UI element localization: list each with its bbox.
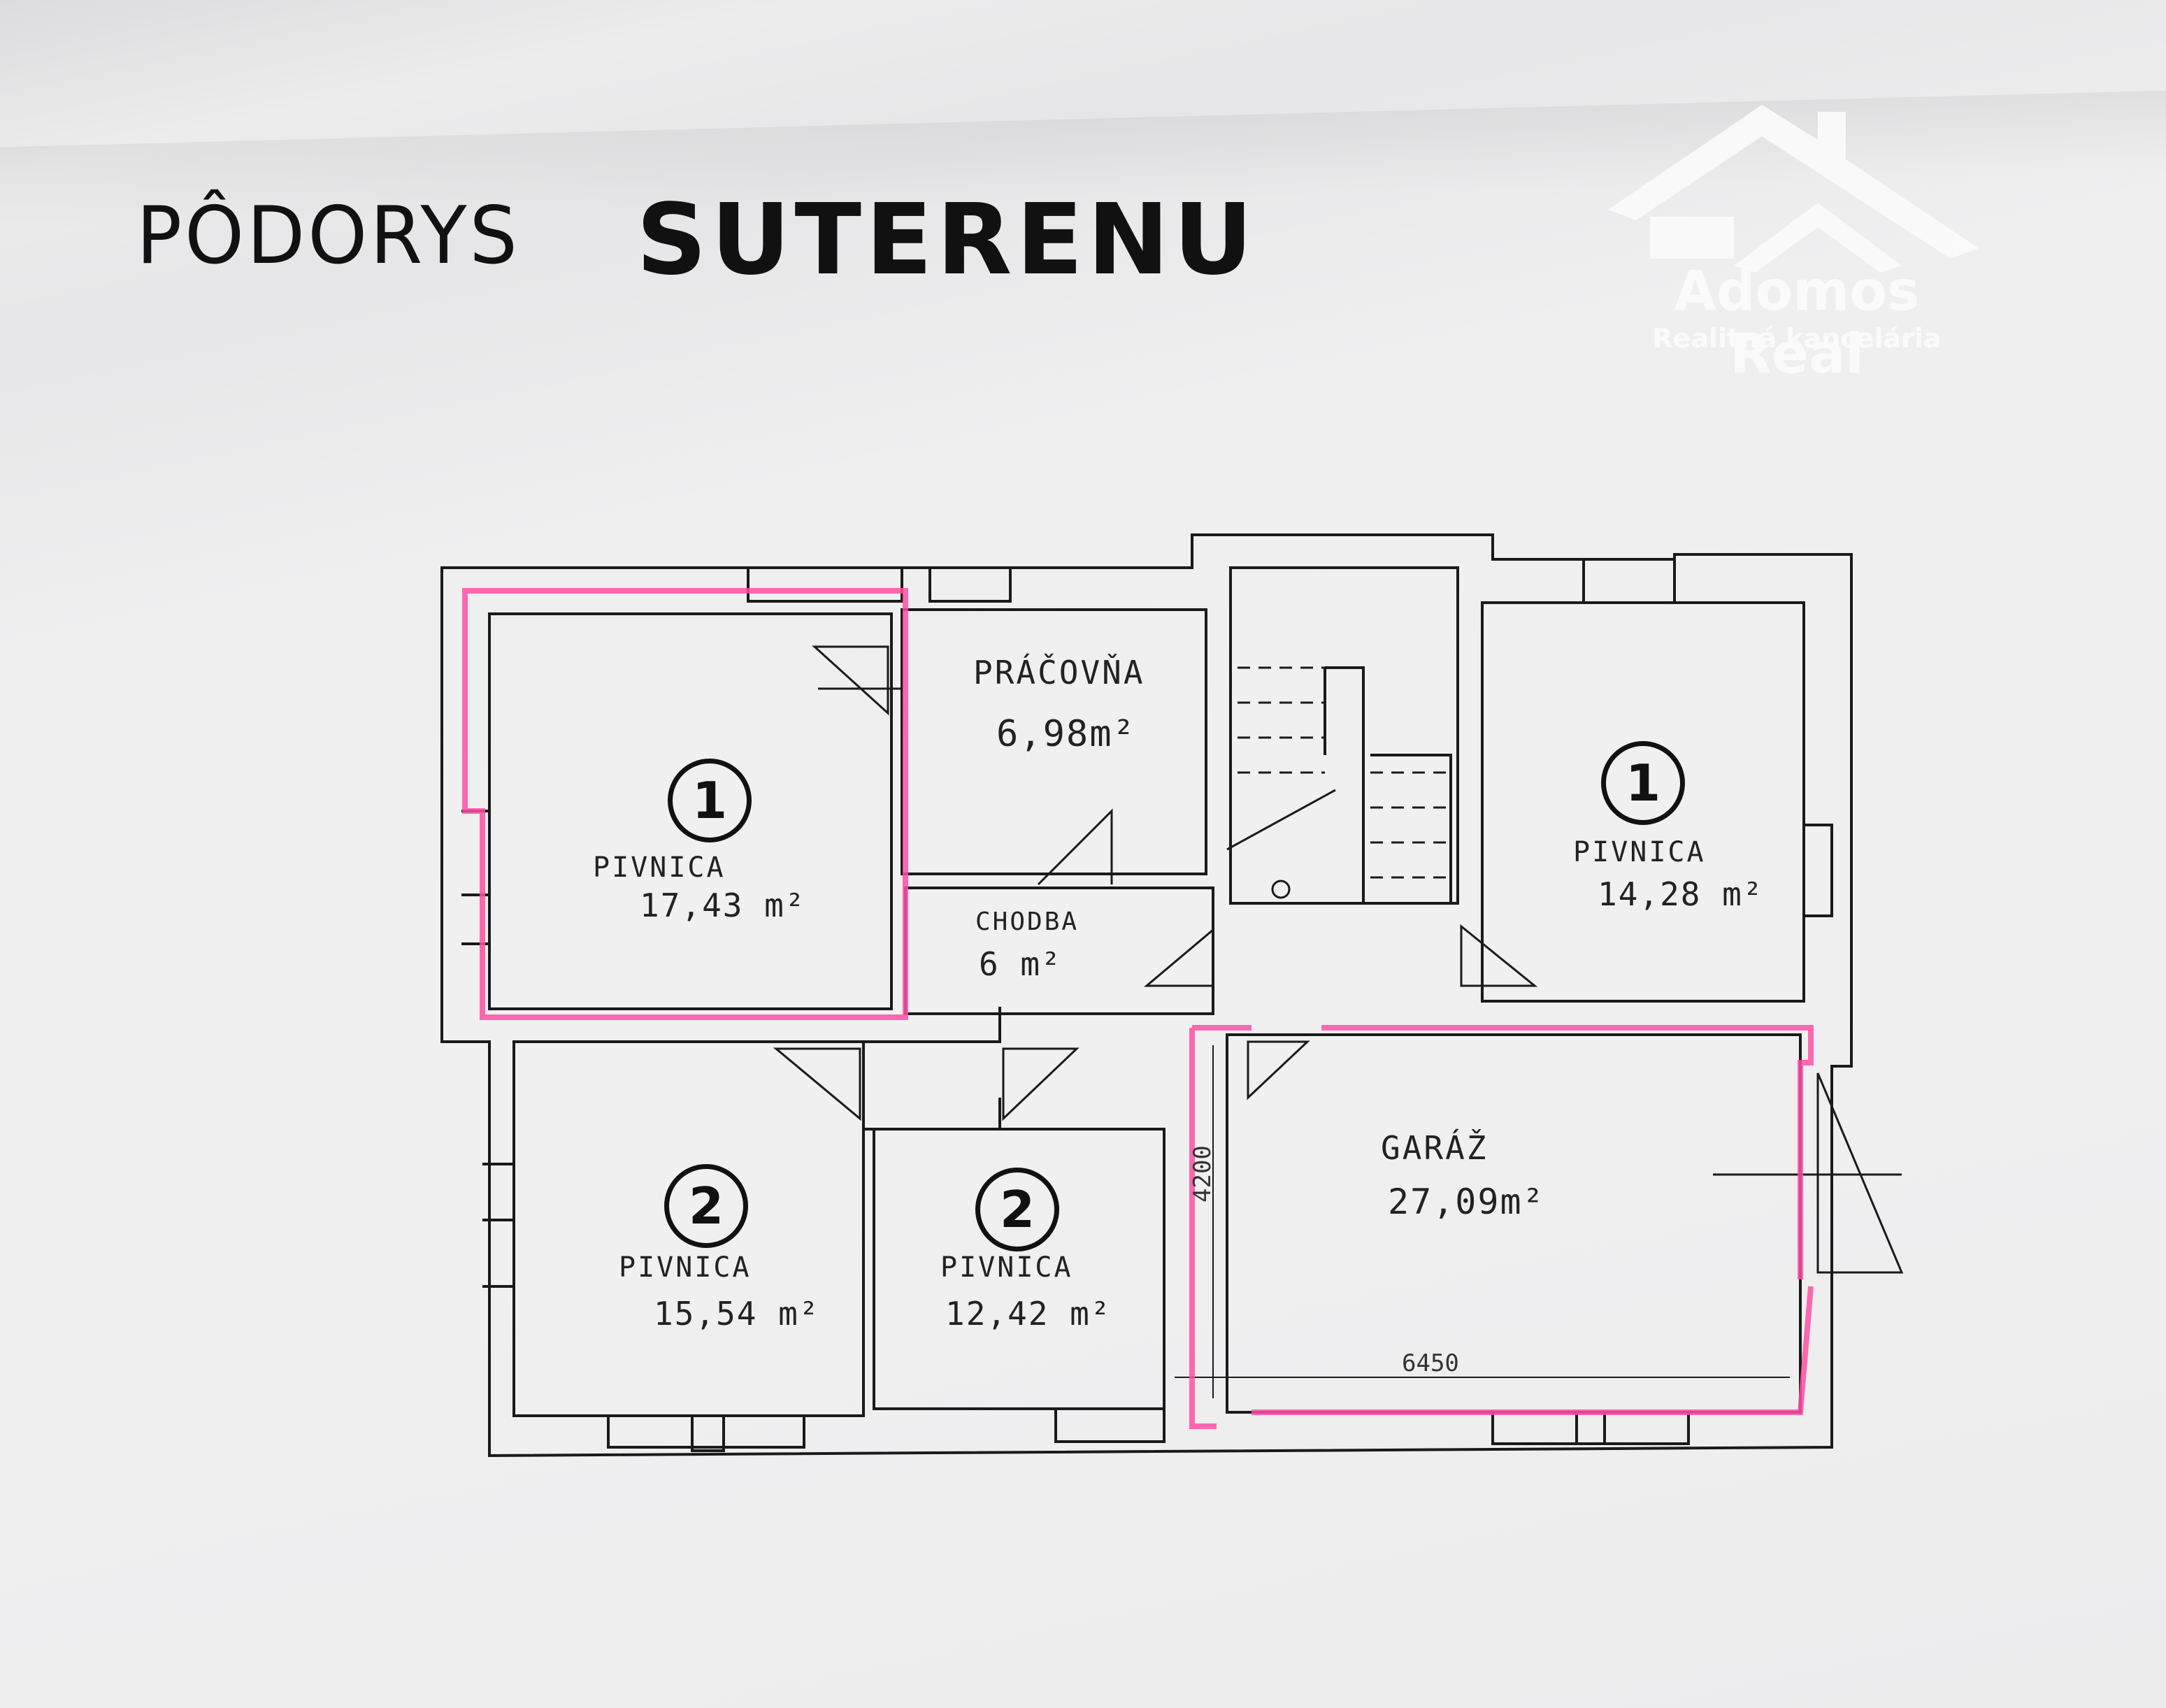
room-area: 17,43 m² [640, 887, 806, 924]
pink-highlight [462, 588, 1814, 1429]
title-prefix: PÔDORYS [136, 189, 520, 282]
outer-wall [440, 533, 1853, 1458]
watermark-name: Adomos Real [1674, 260, 1920, 386]
room-number-badge: 1 [1601, 741, 1685, 825]
title-main: SUTERENU [636, 183, 1257, 297]
window-bottom-right [1491, 1412, 1690, 1445]
wall-corridor-connector [863, 1007, 1001, 1131]
room-name: PRÁČOVŇA [973, 654, 1145, 691]
room-area: 15,54 m² [654, 1295, 820, 1333]
stair-arrow [1226, 789, 1336, 851]
room-name: PIVNICA [593, 852, 726, 884]
room-area: 12,42 m² [945, 1295, 1112, 1333]
wall-pivnica-2-mid [873, 1128, 1166, 1410]
dimension-width: 6450 [1402, 1349, 1459, 1377]
room-number-badge: 2 [664, 1164, 748, 1248]
room-area: 27,09m² [1388, 1182, 1545, 1222]
room-name: PIVNICA [940, 1251, 1073, 1284]
watermark-subtitle: Realitná kancelária [1652, 323, 1942, 354]
stair-mark [1271, 880, 1291, 899]
window-top-left [747, 568, 1012, 603]
window-right [1804, 824, 1833, 917]
room-name: GARÁŽ [1381, 1129, 1489, 1167]
door-swings [773, 645, 1904, 1274]
window-bottom-mid [1054, 1409, 1166, 1443]
stairs [1238, 666, 1451, 879]
dimension-depth: 4200 [1189, 1145, 1217, 1203]
stair-rail [1324, 666, 1452, 902]
room-area: 6,98m² [996, 713, 1136, 755]
window-bottom-left [607, 1416, 805, 1452]
room-number-badge: 1 [668, 759, 752, 842]
room-name: CHODBA [975, 907, 1080, 936]
room-name: PIVNICA [619, 1251, 752, 1284]
room-number-badge: 2 [975, 1168, 1059, 1251]
wall-pracovna [901, 608, 1207, 875]
room-name: PIVNICA [1573, 836, 1706, 868]
window-top-right [1582, 559, 1676, 604]
wall-stair-core [1229, 566, 1459, 905]
window-left-lower [482, 1163, 515, 1288]
room-area: 6 m² [979, 945, 1062, 983]
room-area: 14,28 m² [1598, 875, 1764, 913]
wall-garaz [1226, 1033, 1802, 1414]
house-logo-icon [1608, 105, 1979, 273]
